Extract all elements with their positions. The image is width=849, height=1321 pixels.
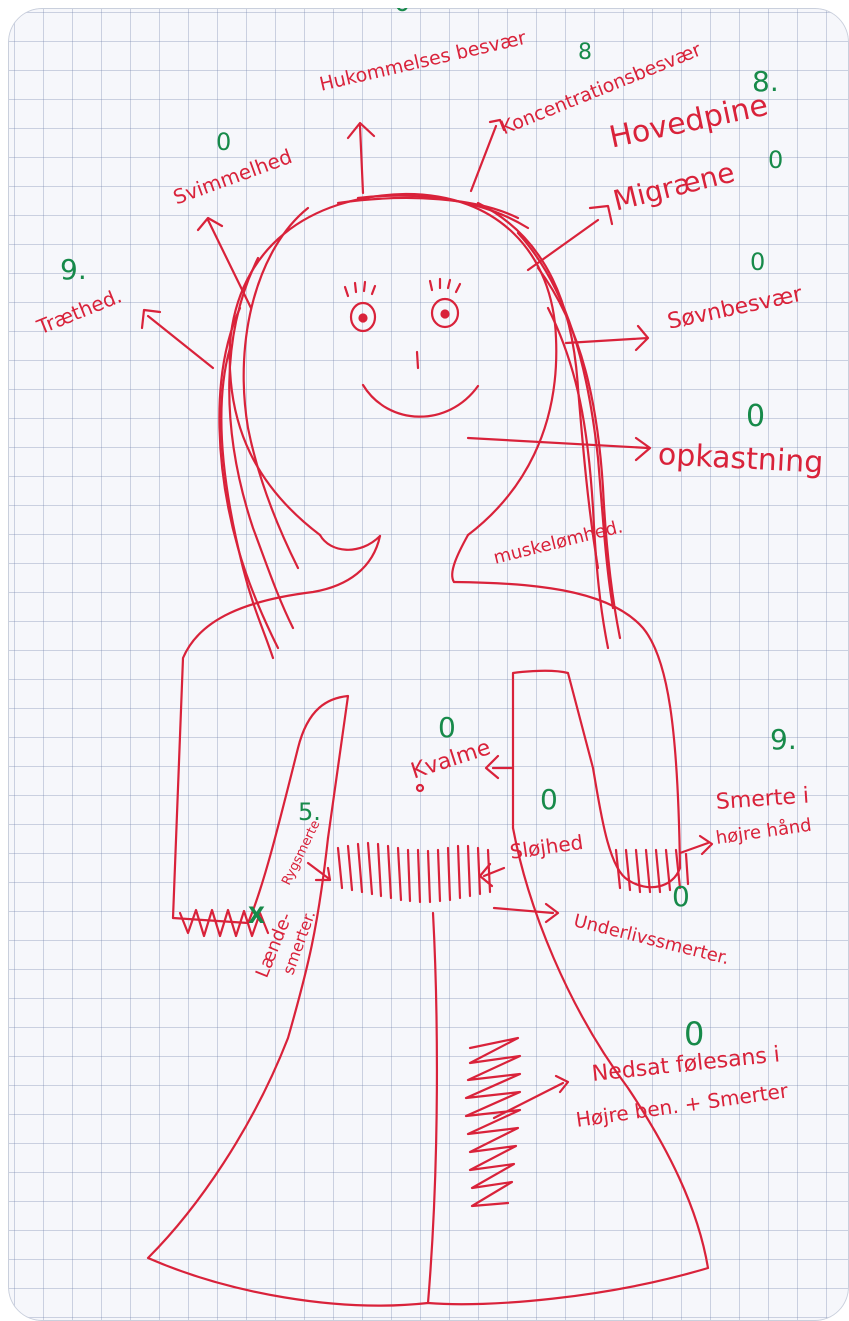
score-nedsat: 0 [684, 1018, 704, 1050]
score-laende: X [248, 906, 265, 928]
body-drawing [8, 8, 849, 1321]
leg-divide [428, 913, 437, 1303]
score-svimmelhed: 0 [216, 130, 231, 154]
score-traethed: 9. [60, 256, 87, 284]
neck-right [452, 535, 468, 582]
skirt-left [148, 838, 428, 1306]
score-underliv: 0 [672, 883, 690, 911]
neck-left [320, 535, 380, 550]
score-slojhed: 0 [540, 786, 558, 814]
graph-paper-sheet: 0 8 8. 0 0 9. 0 0 0 0 9. 5. X 0 0 Hukomm… [8, 8, 849, 1321]
body-outline-right [454, 582, 680, 868]
waist-hatching [338, 843, 490, 902]
score-opkastning: 0 [746, 402, 765, 432]
score-smerte-haand: 9. [770, 726, 797, 754]
score-koncentration: 8 [578, 42, 592, 64]
leg-zigzag [466, 1038, 520, 1206]
score-hukommelse: 0 [394, 8, 411, 16]
score-soevnbesvaer: 0 [750, 250, 765, 274]
smile [363, 385, 478, 417]
head-outline [230, 194, 557, 535]
score-kvalme: 0 [438, 714, 456, 742]
label-opkastning: opkastning [657, 440, 824, 479]
score-migraene: 0 [768, 148, 783, 172]
